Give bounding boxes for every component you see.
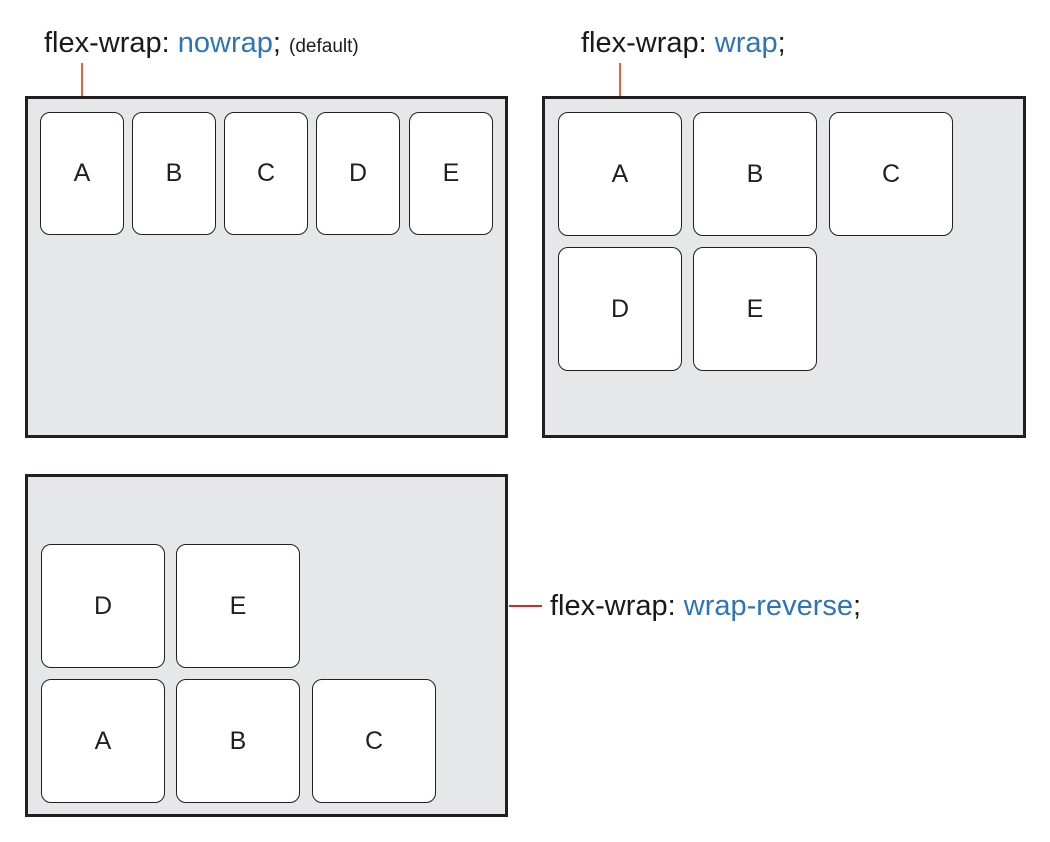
nowrap-item-b: B [132, 112, 216, 235]
nowrap-default-note: (default) [289, 36, 359, 57]
nowrap-item-c: C [224, 112, 308, 235]
wrap-reverse-value: wrap-reverse [683, 590, 853, 622]
nowrap-prop: flex-wrap: [44, 27, 170, 59]
nowrap-value: nowrap [177, 27, 273, 59]
wrap-reverse-item-c: C [312, 679, 436, 803]
nowrap-leader-line [81, 63, 83, 97]
wrap-reverse-container: D E A B C [25, 474, 508, 817]
wrap-value: wrap [714, 27, 778, 59]
wrap-reverse-label: flex-wrap: wrap-reverse; [550, 592, 861, 621]
nowrap-item-e: E [409, 112, 493, 235]
wrap-reverse-semicolon: ; [852, 590, 862, 622]
wrap-container: A B C D E [542, 96, 1026, 438]
wrap-reverse-item-d: D [41, 544, 165, 668]
wrap-item-c: C [829, 112, 953, 236]
wrap-reverse-item-b: B [176, 679, 300, 803]
wrap-item-b: B [693, 112, 817, 236]
wrap-prop: flex-wrap: [581, 27, 707, 59]
wrap-reverse-item-e: E [176, 544, 300, 668]
wrap-item-d: D [558, 247, 682, 371]
nowrap-semicolon: ; [272, 27, 281, 59]
wrap-item-a: A [558, 112, 682, 236]
nowrap-item-a: A [40, 112, 124, 235]
wrap-label: flex-wrap: wrap; [581, 29, 786, 58]
nowrap-label: flex-wrap: nowrap; (default) [44, 29, 359, 58]
nowrap-container: A B C D E [25, 96, 508, 438]
nowrap-item-d: D [316, 112, 400, 235]
wrap-semicolon: ; [777, 27, 786, 59]
wrap-item-e: E [693, 247, 817, 371]
wrap-reverse-item-a: A [41, 679, 165, 803]
wrap-reverse-prop: flex-wrap: [550, 590, 676, 622]
wrap-leader-line [619, 63, 621, 97]
wrap-reverse-leader-line [509, 605, 542, 607]
